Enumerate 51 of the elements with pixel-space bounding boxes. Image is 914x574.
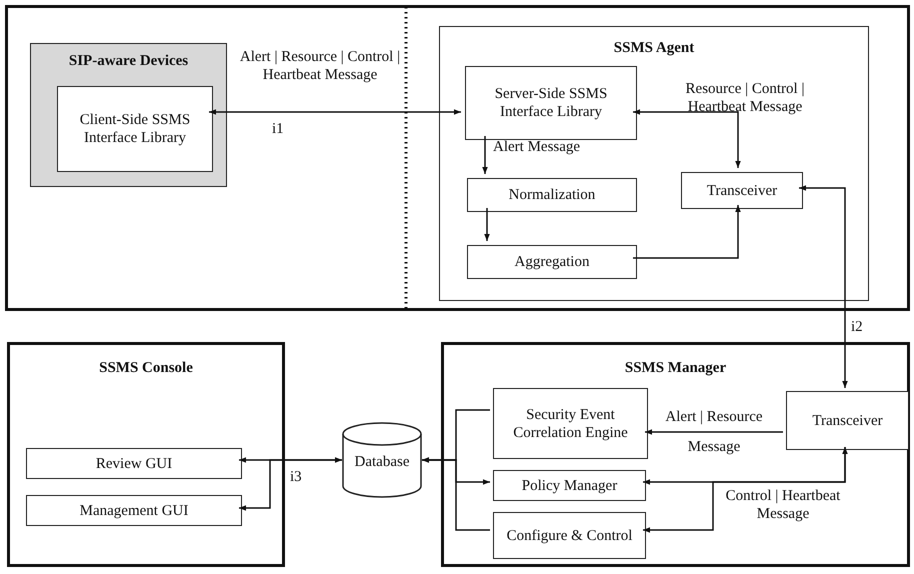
node-label: Policy Manager (520, 476, 618, 494)
process-box (467, 245, 637, 279)
node-label: Transceiver (706, 182, 778, 200)
system-frame (5, 5, 910, 311)
node-label: Configure & Control (506, 526, 634, 544)
arrow (643, 447, 848, 485)
edge-label: Alert | Resource Message (664, 408, 764, 457)
arrow (482, 136, 488, 174)
node-label: Server-Side SSMS Interface Library (494, 85, 608, 121)
process-box (465, 66, 637, 140)
node-label: Review GUI (94, 454, 174, 472)
group-title: SSMS Agent (612, 39, 696, 57)
process-box (57, 86, 213, 172)
node-label: Transceiver (811, 412, 884, 430)
arrow (209, 109, 461, 115)
arrow (799, 185, 848, 388)
arrow (422, 457, 490, 531)
node-label: Aggregation (514, 253, 590, 271)
arrow (484, 208, 490, 241)
process-box (26, 495, 242, 526)
group-title: SSMS Console (98, 359, 194, 377)
group-title: SIP-aware Devices (68, 52, 190, 70)
interface-label: i2 (851, 318, 863, 336)
edge-label: Control | Heartbeat Message (724, 487, 842, 523)
interface-label: i1 (272, 120, 284, 138)
process-box (493, 512, 646, 559)
node-label: Client-Side SSMS Interface Library (78, 111, 192, 147)
arrow (239, 457, 342, 511)
device-group-box (30, 43, 227, 187)
edge-label: Resource | Control | Heartbeat Message (684, 80, 806, 116)
agent-group-box (439, 26, 869, 301)
node-label: Security Event Correlation Engine (512, 406, 629, 442)
edge-label: Alert | Resource | Control | Heartbeat Message (238, 48, 402, 84)
interface-label: i3 (290, 468, 302, 486)
process-box (493, 470, 646, 501)
process-box (786, 391, 909, 450)
process-box (26, 448, 242, 479)
process-box (493, 388, 648, 459)
node-label: Management GUI (78, 502, 190, 520)
arrow (645, 429, 783, 435)
arrow (643, 447, 846, 533)
node-label: Normalization (508, 186, 596, 204)
process-box (681, 172, 803, 209)
arrow (633, 109, 741, 168)
group-title: SSMS Manager (624, 359, 728, 377)
component-frame (7, 342, 285, 567)
edge-label: Alert Message (493, 138, 582, 156)
database-label: Database (354, 452, 410, 471)
component-frame (441, 342, 910, 567)
arrow (633, 205, 741, 259)
process-box (467, 178, 637, 212)
